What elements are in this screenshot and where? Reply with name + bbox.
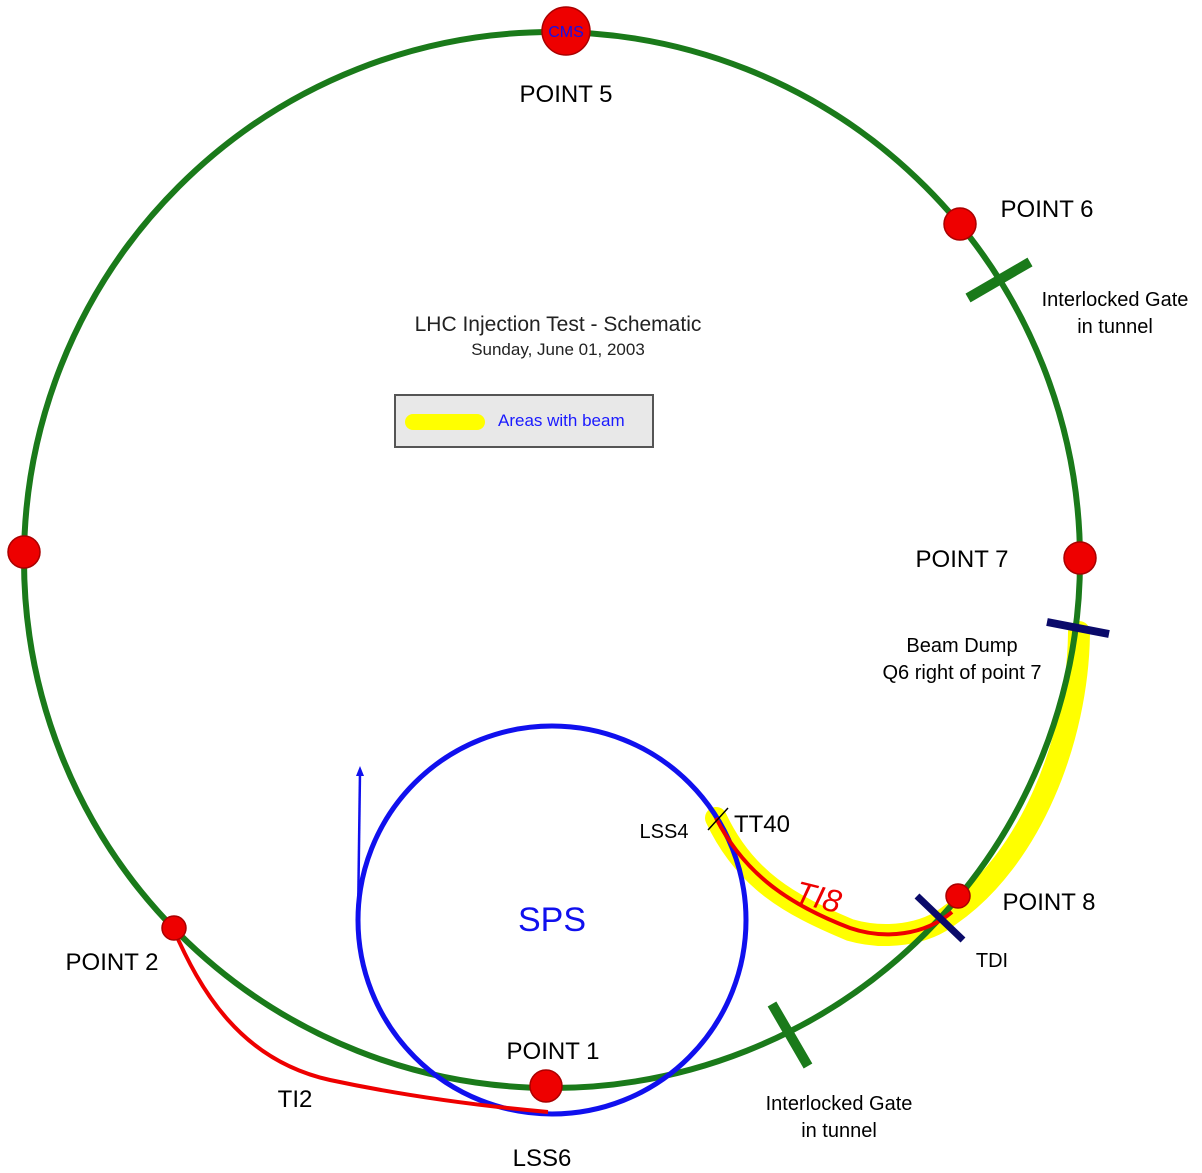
- point1-label: POINT 1: [507, 1038, 600, 1065]
- diagram-date: Sunday, June 01, 2003: [471, 340, 645, 359]
- interlocked-gate-bottom: [767, 1001, 813, 1069]
- point8-marker: [945, 883, 971, 909]
- ti2-label: TI2: [278, 1086, 313, 1113]
- point6-marker: [943, 207, 977, 241]
- sps-label: SPS: [518, 901, 586, 939]
- legend: Areas with beam: [394, 394, 654, 448]
- cms-label: CMS: [548, 24, 584, 41]
- point5-label: POINT 5: [520, 81, 613, 108]
- tt40-marker: [707, 807, 729, 831]
- gate-bottom-line2: in tunnel: [801, 1120, 877, 1142]
- point2-label: POINT 2: [66, 949, 159, 976]
- beam-dump-marker: [1046, 618, 1110, 638]
- point7-label: POINT 7: [916, 546, 1009, 573]
- point2-marker: [161, 915, 187, 941]
- point8-label: POINT 8: [1003, 889, 1096, 916]
- sps-injection-arrow: [356, 766, 364, 776]
- tt40-label: TT40: [734, 811, 790, 838]
- ti8-line: [714, 817, 954, 937]
- beam-dump-line1: Beam Dump: [906, 635, 1017, 657]
- point1-marker: [529, 1069, 563, 1103]
- gate-top-line1: Interlocked Gate: [1042, 289, 1189, 311]
- gate-bottom-line1: Interlocked Gate: [766, 1093, 913, 1115]
- tdi-marker: [914, 893, 966, 943]
- gate-top-line2: in tunnel: [1077, 316, 1153, 338]
- point6-label: POINT 6: [1001, 196, 1094, 223]
- legend-swatch: [405, 414, 485, 430]
- point5-marker: [541, 6, 591, 56]
- tdi-label: TDI: [976, 950, 1008, 972]
- sps-injection-line: [356, 771, 362, 921]
- diagram-title: LHC Injection Test - Schematic: [415, 313, 702, 336]
- point7-marker: [1063, 541, 1097, 575]
- lss6-label: LSS6: [513, 1145, 572, 1172]
- legend-label: Areas with beam: [498, 411, 625, 430]
- interlocked-gate-top: [965, 257, 1033, 303]
- lss4-label: LSS4: [640, 821, 689, 843]
- ti2-line: [171, 927, 549, 1114]
- beam-dump-line2: Q6 right of point 7: [883, 662, 1042, 684]
- point3-marker: [7, 535, 41, 569]
